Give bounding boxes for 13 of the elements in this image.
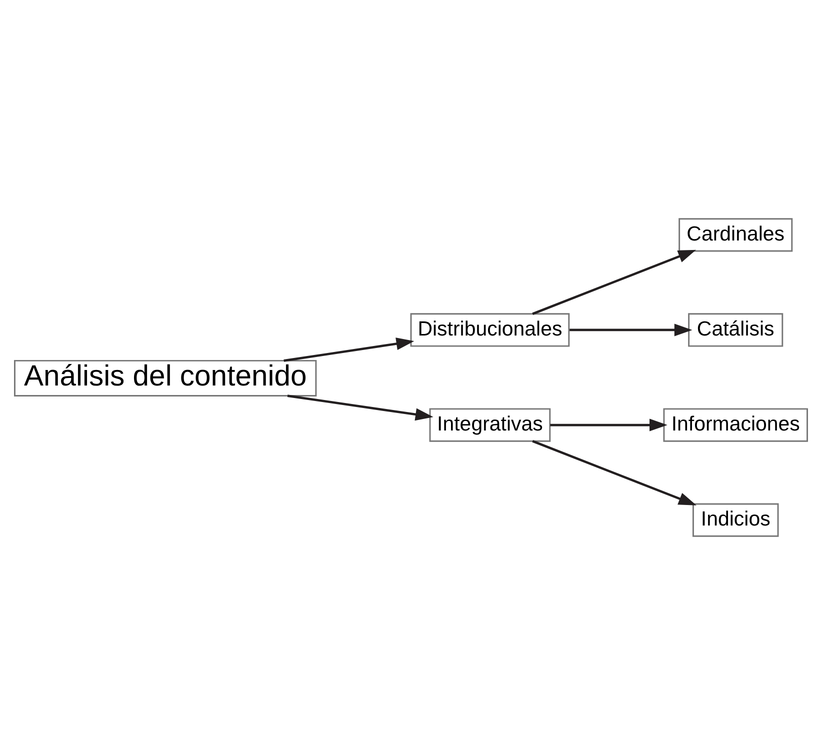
node-box: Cardinales [678, 218, 793, 252]
node-box: Integrativas [429, 408, 551, 442]
node-box: Informaciones [663, 408, 808, 442]
node-box: Distribucionales [410, 313, 570, 347]
arrow [570, 324, 692, 336]
arrow [287, 394, 434, 421]
node-box: Catálisis [688, 313, 784, 347]
arrow [532, 250, 696, 315]
arrow [532, 440, 696, 506]
node-box: Análisis del contenido [14, 360, 317, 396]
node-box: Indicios [692, 503, 779, 537]
arrow [284, 338, 414, 362]
arrow [550, 418, 668, 432]
